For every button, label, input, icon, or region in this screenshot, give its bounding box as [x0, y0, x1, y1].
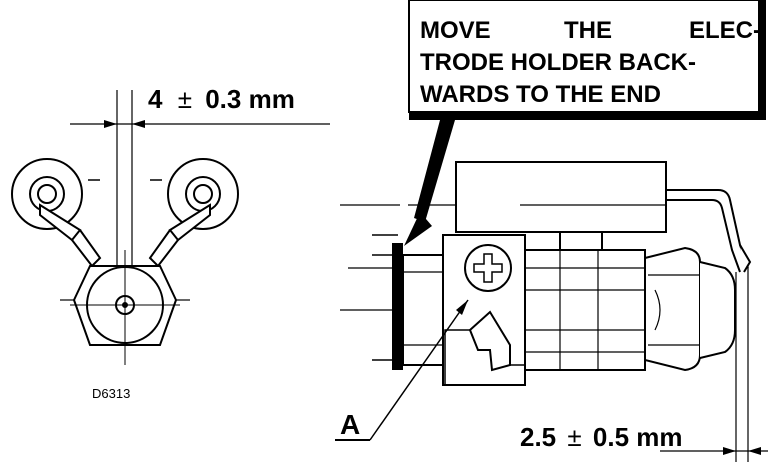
- callout-frame: [408, 0, 760, 113]
- leader-line-a: [369, 299, 469, 441]
- left-electrode-rod: [39, 203, 82, 242]
- ignition-cable: [666, 189, 749, 269]
- holder-plate: [392, 243, 403, 370]
- upper-tube: [455, 161, 667, 233]
- callout-line2: TRODE HOLDER BACK-: [420, 49, 696, 76]
- callout-box: MOVE THE ELEC- TRODE HOLDER BACK- WARDS …: [408, 0, 766, 120]
- right-electrode-ring-core: [193, 184, 213, 204]
- right-electrode-ring-outer: [167, 158, 239, 230]
- callout-line1-word3: ELEC-: [689, 17, 761, 44]
- left-electrode-ring-inner: [29, 176, 65, 212]
- left-electrode-view: [11, 90, 330, 365]
- callout-line1-word2: THE: [564, 17, 612, 44]
- left-electrode-ring-outer: [11, 158, 83, 230]
- right-electrode-rod: [168, 203, 211, 242]
- offset-arrow-left: [723, 447, 736, 455]
- gap-arrow-right: [132, 120, 145, 128]
- cross-slot: [473, 253, 503, 283]
- callout-line3: WARDS TO THE END: [420, 81, 661, 108]
- end-cap: [699, 261, 736, 359]
- figure-code: D6313: [92, 386, 130, 401]
- gap-dimension-label: 4 ± 0.3 mm: [148, 84, 295, 114]
- main-cylinder: [524, 249, 646, 371]
- callout-line1-word1: MOVE: [420, 17, 491, 44]
- offset-dimension-label: 2.5 ± 0.5 mm: [520, 422, 683, 452]
- right-electrode-ring-inner: [185, 176, 221, 212]
- callout-arrow: [404, 120, 455, 246]
- part-label-a: A: [340, 409, 360, 440]
- gap-arrow-left: [104, 120, 117, 128]
- offset-arrow-right: [748, 447, 761, 455]
- right-electrode-holder-view: [335, 161, 768, 462]
- side-hex-nut: [644, 246, 701, 372]
- left-electrode-ring-core: [37, 184, 57, 204]
